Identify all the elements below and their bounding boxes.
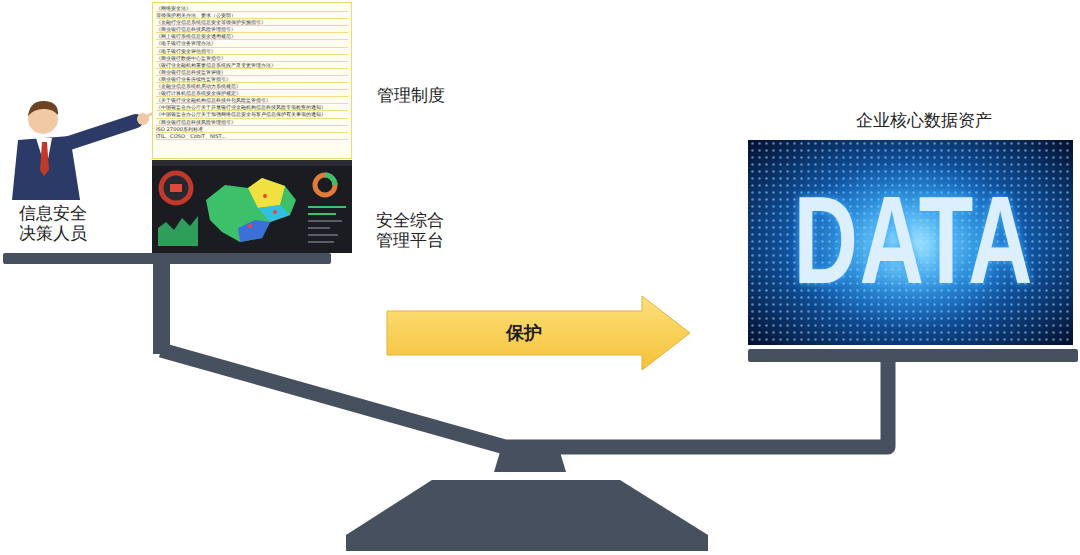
protect-arrow (387, 296, 690, 370)
section-heading: 企业核心数据资产 (856, 110, 992, 130)
regulation-item: 《商业银行信息科技监管评级》 (156, 69, 348, 76)
regulation-item: 《商业银行信息科技风险管理指引》 (156, 119, 348, 126)
regulation-item: 《金融业信息系统机房动力系统规范》 (156, 83, 348, 90)
regulation-item: 《银行业金融机构重要信息系统投产及变更管理办法》 (156, 62, 348, 69)
regulation-list: 《网络安全法》等级保护相关办法、要求（公安部）《金融行业信息系统信息安全等级保护… (156, 5, 348, 140)
regulation-item: 《电子银行安全评估指引》 (156, 48, 348, 55)
regulation-item: 《商业银行信息科技风险管理指引》 (156, 26, 348, 33)
dashboard-screen: 安全综合 管理平台 (152, 160, 352, 253)
regulation-item: 《金融行业信息系统信息安全等级保护实施指引》 (156, 19, 348, 26)
left-stem (153, 262, 170, 354)
beam (161, 350, 888, 447)
regulation-item: 《网上银行系统信息安全通用规范》 (156, 33, 348, 40)
regulation-item: 《商业银行数据中心监管指引》 (156, 55, 348, 62)
regulation-item: 《银行计算机信息系统安全保护规定》 (156, 90, 348, 97)
decision-maker-figure (12, 101, 151, 200)
data-word: DATA (794, 178, 1028, 302)
role-label: 信息安全 决策人员 (15, 203, 91, 244)
data-screen: 企业核心数据资产DATA (748, 140, 1073, 345)
regulation-item: 《电子银行业务管理办法》 (156, 40, 348, 47)
data-screen-illustration (748, 140, 1073, 345)
section-heading: 安全综合 管理平台 (376, 210, 450, 251)
regulation-item: 《商业银行业务连续性监管指引》 (156, 76, 348, 83)
regulation-document: 管理制度《网络安全法》等级保护相关办法、要求（公安部）《金融行业信息系统信息安全… (152, 2, 352, 159)
arrow-label: 保护 (506, 324, 542, 342)
dashboard-illustration (152, 160, 352, 253)
right-pan (748, 349, 1078, 362)
section-heading: 管理制度 (377, 85, 445, 105)
regulation-item: ISO 27000系列标准 (156, 126, 348, 133)
regulation-item: 《网络安全法》 (156, 5, 348, 12)
scale-base (346, 480, 708, 551)
regulation-item: ITIL、COSO、CobiT、NIST... (156, 133, 348, 140)
regulation-item: 《关于银行业金融机构信息科技外包风险监管指引》 (156, 97, 348, 104)
regulation-item: 《中国银监会办公厅关于开展银行业金融机构信息科技风险专项检查的通知》 (156, 104, 348, 111)
regulation-item: 《中国银监会办公厅关于加强网络信息安全与客户信息保护有关事项的通知》 (156, 111, 348, 118)
regulation-item: 等级保护相关办法、要求（公安部） (156, 12, 348, 19)
pivot (494, 452, 566, 472)
